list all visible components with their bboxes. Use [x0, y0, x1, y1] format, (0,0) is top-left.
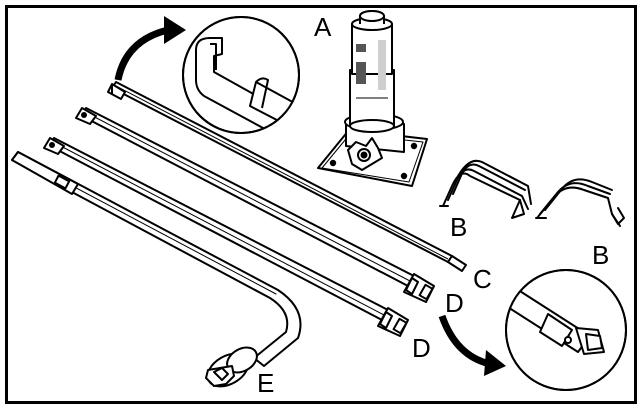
- lug-wrench-e: [11, 151, 302, 388]
- label-a: A: [314, 12, 332, 42]
- callout-magnifier-bottom: [505, 269, 627, 391]
- bracket-right: [535, 178, 625, 227]
- label-b-left: B: [450, 212, 468, 242]
- scissor-jack: [317, 10, 428, 187]
- label-c: C: [473, 264, 492, 294]
- bracket-left: [439, 159, 532, 219]
- extension-rod-d-upper: [75, 107, 435, 303]
- callout-magnifier-top: [182, 16, 300, 134]
- extension-rod-d-lower: [43, 137, 409, 337]
- label-e: E: [257, 368, 275, 398]
- curved-arrow-icon: [438, 314, 506, 376]
- extension-rod-c: [107, 81, 467, 272]
- label-b-right: B: [592, 240, 610, 270]
- label-d-upper: D: [445, 288, 464, 318]
- label-d-lower: D: [412, 333, 431, 363]
- curved-arrow-icon: [114, 16, 186, 81]
